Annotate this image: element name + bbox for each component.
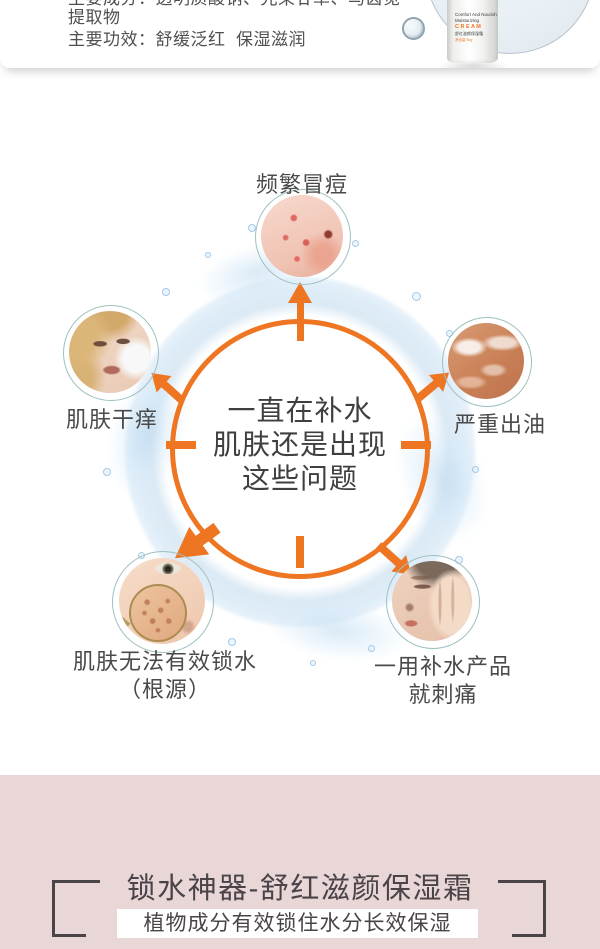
center-line-1: 一直在补水 bbox=[227, 395, 373, 426]
label-bottom-right-line2: 就刺痛 bbox=[408, 682, 478, 707]
frame-line-bottom-right bbox=[512, 934, 546, 937]
efficacy-line: 主要功效：舒缓泛红 保湿滋润 bbox=[68, 30, 306, 49]
water-droplet bbox=[228, 638, 236, 646]
center-line-3: 这些问题 bbox=[241, 463, 358, 494]
water-droplet bbox=[162, 288, 170, 296]
water-droplet bbox=[205, 252, 211, 258]
footer-title: 锁水神器-舒红滋颜保湿霜 bbox=[126, 873, 474, 905]
water-droplet bbox=[103, 468, 111, 476]
photo-magnifier-skin bbox=[119, 558, 205, 644]
center-statement: 一直在补水 肌肤还是出现 这些问题 bbox=[150, 394, 450, 496]
label-bottom-left: 肌肤无法有效锁水 （根源） bbox=[45, 648, 285, 704]
magnifier-icon bbox=[129, 584, 187, 642]
tick-right bbox=[401, 441, 431, 449]
photo-hand-on-face bbox=[392, 561, 472, 641]
frame-line-left bbox=[52, 880, 55, 937]
label-bottom-left-line2: （根源） bbox=[118, 677, 211, 702]
photo-ring bbox=[442, 317, 532, 407]
center-line-2: 肌肤还是出现 bbox=[212, 429, 387, 460]
arrow-up-icon bbox=[288, 282, 312, 303]
tick-bottom bbox=[296, 536, 304, 568]
water-droplet bbox=[472, 466, 479, 473]
water-droplet bbox=[352, 240, 359, 247]
photo-dry-itchy-face bbox=[69, 311, 151, 393]
frame-line-right bbox=[543, 880, 546, 937]
bottle-label-cn: 舒红滋颜保湿霜 bbox=[455, 31, 483, 36]
label-bottom-right: 一用补水产品 就刺痛 bbox=[343, 653, 543, 709]
frame-line-bottom-left bbox=[52, 934, 86, 937]
footer-section: 锁水神器-舒红滋颜保湿霜 植物成分有效锁住水分长效保湿 bbox=[0, 775, 600, 949]
eye-image bbox=[155, 563, 181, 574]
arrow-up-stem bbox=[297, 303, 304, 341]
photo-oily-skin bbox=[448, 323, 524, 399]
label-left: 肌肤干痒 bbox=[66, 407, 159, 432]
product-info-card: 主要成分：透明质酸钠、光果甘草、马齿苋 提取物 主要功效：舒缓泛红 保湿滋润 C… bbox=[0, 0, 600, 68]
water-droplet bbox=[310, 660, 316, 666]
ingredients-line-clipped: 主要成分：透明质酸钠、光果甘草、马齿苋 bbox=[68, 0, 401, 9]
bottle-label-en1: Comfort And Nourish bbox=[455, 12, 497, 17]
photo-ring bbox=[63, 305, 159, 401]
footer-subtitle-band: 植物成分有效锁住水分长效保湿 bbox=[117, 909, 478, 938]
label-bottom-right-line1: 一用补水产品 bbox=[373, 654, 512, 679]
bottle-label-cream: C R E A M bbox=[455, 24, 481, 30]
ingredients-line: 提取物 bbox=[68, 8, 121, 27]
photo-ring bbox=[112, 551, 214, 653]
small-bubble-icon bbox=[402, 17, 425, 40]
footer-subtitle: 植物成分有效锁住水分长效保湿 bbox=[143, 912, 452, 935]
bottle-label-net: 净含量 50g bbox=[455, 38, 473, 42]
bottle-shadow bbox=[436, 61, 510, 68]
frame-line-top-right bbox=[498, 880, 546, 883]
photo-ring bbox=[386, 555, 480, 649]
water-droplet bbox=[368, 645, 375, 652]
label-bottom-left-line1: 肌肤无法有效锁水 bbox=[72, 649, 257, 674]
bottle-label-en2: Moisturizing bbox=[455, 18, 480, 23]
photo-acne-skin bbox=[261, 195, 343, 277]
tick-left bbox=[166, 441, 196, 449]
product-bottle-image: Comfort And Nourish Moisturizing C R E A… bbox=[447, 0, 498, 63]
photo-ring bbox=[255, 189, 351, 285]
label-right: 严重出油 bbox=[454, 412, 547, 437]
frame-line-top-left bbox=[52, 880, 100, 883]
water-droplet bbox=[412, 292, 421, 301]
label-top: 频繁冒痘 bbox=[255, 172, 348, 197]
